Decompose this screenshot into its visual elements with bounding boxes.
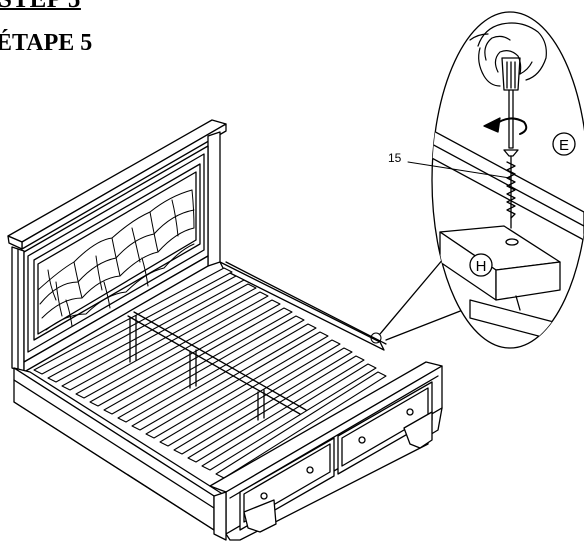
- drawer-left-knob: [260, 492, 268, 500]
- step-title-french: ÉTAPE 5: [0, 30, 93, 56]
- rotation-arrow: [495, 117, 528, 135]
- callout-leader-lower: [385, 307, 469, 341]
- screw-15: [503, 149, 519, 229]
- footboard: [209, 361, 443, 541]
- step-title-english: STEP 5: [0, 0, 81, 14]
- part-h-marker: [469, 253, 493, 277]
- center-support: [127, 311, 307, 421]
- part-e-marker: [552, 132, 576, 156]
- slats: [33, 267, 387, 479]
- drawer-right-knob: [358, 436, 366, 444]
- hand: [469, 22, 547, 87]
- upholstered-panel: [33, 163, 201, 341]
- right-side-rail: [219, 261, 387, 351]
- part-e-label: E: [559, 137, 569, 154]
- part-h-label: H: [476, 258, 487, 275]
- part-number-label: 15: [388, 151, 402, 165]
- callout-leader-upper: [379, 257, 445, 335]
- headboard: [7, 119, 227, 373]
- detail-view: [431, 11, 584, 349]
